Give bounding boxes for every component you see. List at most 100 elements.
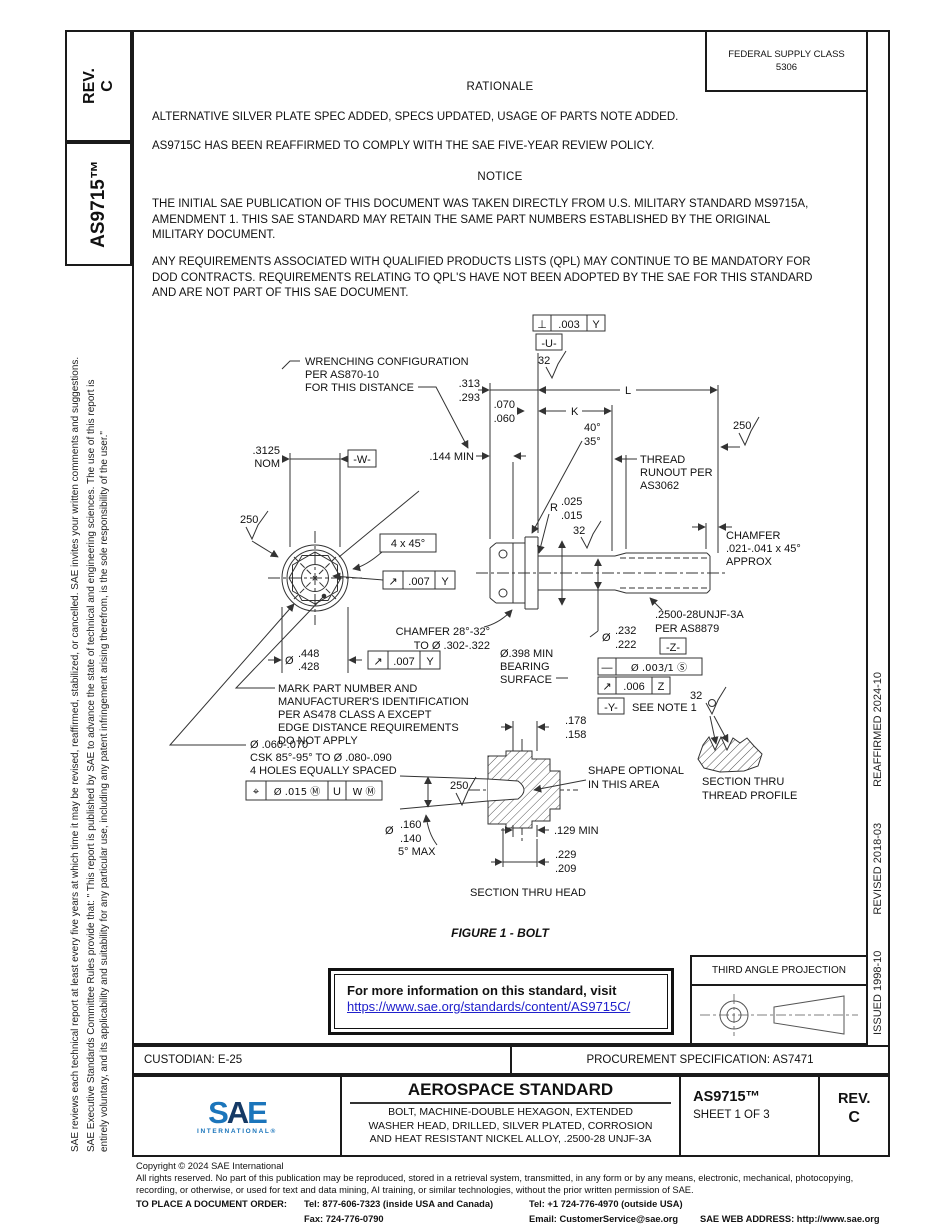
svg-text:MANUFACTURER'S IDENTIFICATION: MANUFACTURER'S IDENTIFICATION xyxy=(278,696,469,708)
svg-text:CHAMFER: CHAMFER xyxy=(726,530,780,542)
thread-runout-note: THREAD RUNOUT PER AS3062 xyxy=(614,454,713,492)
rev-value: C xyxy=(98,80,116,92)
svg-text:RUNOUT PER: RUNOUT PER xyxy=(640,467,713,479)
svg-text:CSK 85°-95° TO Ø .080-.090: CSK 85°-95° TO Ø .080-.090 xyxy=(250,752,392,764)
order-label: TO PLACE A DOCUMENT ORDER: xyxy=(136,1199,287,1209)
svg-text:TO Ø .302-.322: TO Ø .302-.322 xyxy=(414,640,490,652)
radius-r: R xyxy=(550,502,558,514)
finish-32-shank: 32 xyxy=(573,525,585,537)
title-line-2: WASHER HEAD, DRILLED, SILVER PLATED, COR… xyxy=(368,1119,653,1132)
svg-text:THREAD PROFILE: THREAD PROFILE xyxy=(702,790,797,802)
chamfer-left-note: CHAMFER 28°-32° TO Ø .302-.322 xyxy=(396,609,513,652)
svg-text:IN THIS AREA: IN THIS AREA xyxy=(588,779,660,791)
email-line: Email: CustomerService@sae.org xyxy=(529,1214,679,1224)
radius-015: .015 xyxy=(561,510,582,522)
datum-w: -W- xyxy=(353,454,371,466)
svg-text:Ø .060-.070: Ø .060-.070 xyxy=(250,739,308,751)
finish-250-right: 250 xyxy=(733,420,751,432)
dia-448-sym: Ø xyxy=(285,655,294,667)
radius-025: .025 xyxy=(561,496,582,508)
sidebar-disclaimer-line1: SAE Executive Standards Committee Rules … xyxy=(86,379,97,1153)
dim-3125: .3125 xyxy=(252,445,280,457)
bearing-surface-note: Ø.398 MIN BEARING SURFACE xyxy=(500,648,568,686)
svg-text:.2500-28UNJF-3A: .2500-28UNJF-3A xyxy=(655,609,744,621)
section-thru-head xyxy=(399,739,578,841)
svg-text:↗: ↗ xyxy=(373,655,382,668)
svg-text:Y: Y xyxy=(592,319,600,331)
dim-178: .178 xyxy=(565,715,586,727)
svg-text:—: — xyxy=(602,662,613,674)
finish-32-top: 32 xyxy=(538,355,550,367)
figure-bolt-drawing: 250 .3125 NOM -W- 4 x 45° ↗ .007 Y xyxy=(168,314,801,899)
dim-070: .070 xyxy=(494,399,515,411)
dim-K: K xyxy=(571,406,579,418)
dim-160: .160 xyxy=(400,819,421,831)
rights-text: All rights reserved. No part of this pub… xyxy=(136,1173,854,1195)
federal-supply-class-box: FEDERAL SUPPLY CLASS 5306 xyxy=(705,30,868,92)
info-intro: For more information on this standard, v… xyxy=(347,983,617,998)
copyright-line: Copyright © 2024 SAE International xyxy=(136,1161,284,1171)
sheet-number: SHEET 1 OF 3 xyxy=(693,1109,770,1121)
aerospace-standard-heading: AEROSPACE STANDARD xyxy=(349,1080,672,1104)
svg-text:.003: .003 xyxy=(558,319,579,331)
svg-text:AS3062: AS3062 xyxy=(640,480,679,492)
content-border xyxy=(132,30,868,1045)
svg-text:DO NOT APPLY: DO NOT APPLY xyxy=(278,735,358,747)
svg-text:Y: Y xyxy=(441,576,449,588)
reaffirmed-date: REAFFIRMED 2024-10 xyxy=(872,671,884,787)
dim-158: .158 xyxy=(565,729,586,741)
tel-outside: Tel: +1 724-776-4970 (outside USA) xyxy=(529,1199,683,1209)
dim-144: .144 MIN xyxy=(429,451,474,463)
custodian-row: CUSTODIAN: E-25 PROCUREMENT SPECIFICATIO… xyxy=(132,1045,890,1075)
fcf-runout-006: ↗ .006 Z xyxy=(597,676,671,695)
doc-number-cell: AS9715™ SHEET 1 OF 3 xyxy=(681,1077,821,1155)
datum-y-box xyxy=(597,697,625,715)
dia-160-sym: Ø xyxy=(385,825,394,837)
svg-text:Z: Z xyxy=(658,681,665,693)
finish-250-left: 250 xyxy=(240,514,258,526)
rev-cell: REV. C xyxy=(820,1077,888,1155)
right-strip-border xyxy=(868,30,890,1045)
angle-5max: 5° MAX xyxy=(398,846,436,858)
svg-text:4 HOLES EQUALLY SPACED: 4 HOLES EQUALLY SPACED xyxy=(250,765,397,777)
svg-text:W Ⓜ: W Ⓜ xyxy=(352,786,375,798)
angle-35: 35° xyxy=(584,436,601,448)
svg-text:.021-.041 x 45°: .021-.041 x 45° xyxy=(726,543,801,555)
finish-250-section: 250 xyxy=(450,780,468,792)
svg-text:SHAPE OPTIONAL: SHAPE OPTIONAL xyxy=(588,765,684,777)
dim-313: .313 xyxy=(459,378,480,390)
fsc-line2: 5306 xyxy=(775,62,798,73)
sae-logo: SAE INTERNATIONAL® xyxy=(134,1077,342,1155)
rev-label: REV. xyxy=(80,68,98,104)
rev-box: REV. C xyxy=(65,30,132,142)
projection-symbol xyxy=(700,994,858,1036)
doc-number: AS9715™ xyxy=(693,1089,761,1105)
dim-3125-nom: NOM xyxy=(254,458,280,470)
svg-text:SURFACE: SURFACE xyxy=(500,674,552,686)
svg-text:Ø.398 MIN: Ø.398 MIN xyxy=(500,648,553,660)
svg-text:⊥: ⊥ xyxy=(537,318,547,331)
logo-reg-mark: ® xyxy=(270,1127,277,1135)
svg-text:EDGE DISTANCE REQUIREMENTS: EDGE DISTANCE REQUIREMENTS xyxy=(278,722,459,734)
dim-232: .232 xyxy=(615,625,636,637)
third-angle-projection-box: THIRD ANGLE PROJECTION xyxy=(690,955,868,1045)
svg-text:THREAD: THREAD xyxy=(640,454,685,466)
svg-text:SECTION THRU: SECTION THRU xyxy=(702,776,784,788)
title-line-3: AND HEAT RESISTANT NICKEL ALLOY, .2500-2… xyxy=(369,1133,652,1145)
svg-text:PER AS8879: PER AS8879 xyxy=(655,623,719,635)
rationale-heading: RATIONALE xyxy=(466,81,534,93)
svg-text:↗: ↗ xyxy=(388,575,397,588)
mark-part-note: MARK PART NUMBER AND MANUFACTURER'S IDEN… xyxy=(278,683,469,747)
svg-text:MARK PART NUMBER AND: MARK PART NUMBER AND xyxy=(278,683,417,695)
svg-text:.007: .007 xyxy=(408,576,429,588)
notice-p1: THE INITIAL SAE PUBLICATION OF THIS DOCU… xyxy=(152,198,809,241)
see-note-1: SEE NOTE 1 xyxy=(632,702,697,714)
fcf-runout-007-1: ↗ .007 Y xyxy=(332,570,456,590)
sidebar-disclaimer-line2: entirely voluntary, and its applicabilit… xyxy=(99,431,110,1152)
dim-222: .222 xyxy=(615,639,636,651)
standard-link[interactable]: https://www.sae.org/standards/content/AS… xyxy=(347,999,631,1014)
logo-subtext: INTERNATIONAL xyxy=(197,1127,271,1135)
svg-text:U: U xyxy=(333,786,341,798)
rationale-p1: ALTERNATIVE SILVER PLATE SPEC ADDED, SPE… xyxy=(152,111,679,123)
rev-cell-label: REV. xyxy=(837,1091,871,1107)
